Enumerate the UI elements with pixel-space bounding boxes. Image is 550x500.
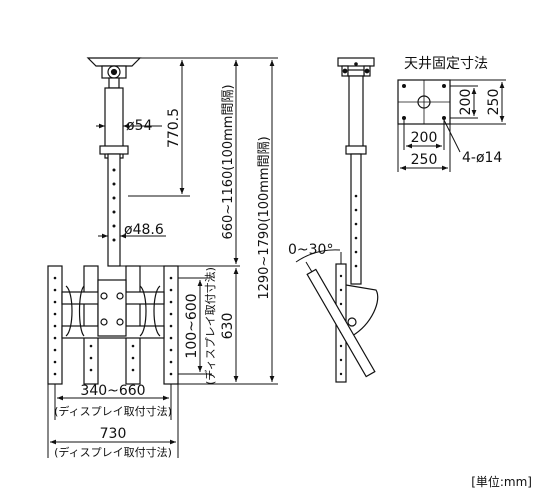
overall-width-note: (ディスプレイ取付寸法) (54, 445, 172, 459)
ceiling-plate (397, 79, 451, 125)
side-ceiling-bracket (337, 57, 375, 77)
unit-label: [単位:mm] (471, 474, 532, 489)
hole-pitch-horizontal-label: 200 (411, 130, 438, 146)
adjust-range-full-label: 1290~1790(100mm間隔) (257, 136, 272, 299)
vertical-dimensions (120, 57, 278, 385)
tilt-angle-arc (295, 249, 341, 263)
upper-length-label: 770.5 (166, 108, 182, 148)
side-view (295, 57, 379, 383)
tilt-angle-label: 0~30° (288, 242, 333, 258)
side-lower-pole (350, 153, 362, 285)
ceiling-plate-dimensions (397, 79, 506, 172)
bracket-height-label: 630 (220, 313, 236, 340)
overall-width-label: 730 (100, 426, 127, 442)
upper-diameter-label: ø54 (126, 118, 152, 134)
horizontal-display-range-label: 340~660 (80, 383, 145, 399)
hole-pitch-vertical-label: 200 (458, 89, 474, 116)
pole-collar (99, 145, 129, 155)
horizontal-dimensions (47, 384, 179, 458)
front-view (47, 57, 179, 385)
pole-diameter-callouts (96, 123, 166, 239)
display-bracket (47, 265, 179, 385)
vertical-display-note: (ディスプレイ取付寸法) (203, 267, 217, 385)
side-collar (345, 145, 367, 155)
ceiling-bracket (86, 57, 142, 89)
horizontal-display-note: (ディスプレイ取付寸法) (54, 404, 172, 418)
ceiling-plate-holes (402, 84, 446, 120)
holes-label: 4-ø14 (462, 150, 502, 166)
adjust-range-mid-label: 660~1160(100mm間隔) (221, 84, 236, 239)
ceiling-plate-title: 天井固定寸法 (404, 56, 488, 72)
bracket-slot-holes (53, 276, 173, 376)
lower-pole (107, 153, 121, 267)
lower-diameter-label: ø48.6 (124, 222, 164, 238)
side-pole-holes (354, 194, 358, 268)
plate-height-label: 250 (486, 89, 502, 116)
pole-adjust-holes (112, 168, 116, 242)
side-upper-pole (348, 75, 364, 153)
plate-width-label: 250 (411, 152, 438, 168)
vertical-display-range-label: 100~600 (184, 293, 200, 358)
